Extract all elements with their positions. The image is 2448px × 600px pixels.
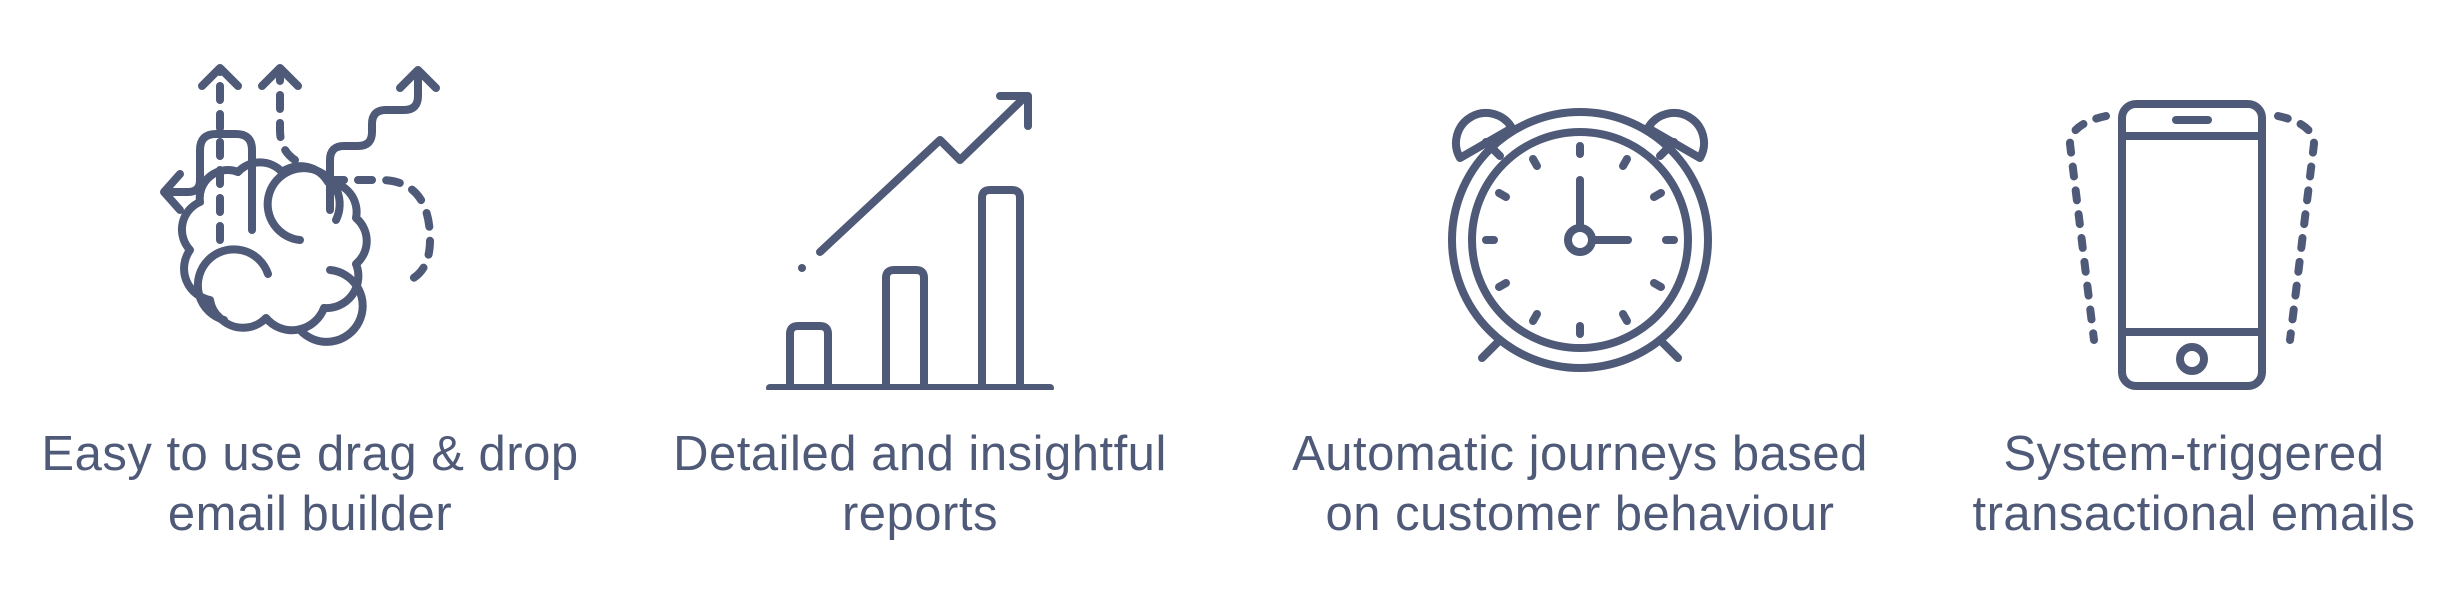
caption-reports: Detailed and insightful reports <box>620 424 1220 544</box>
caption-drag-drop: Easy to use drag & drop email builder <box>0 424 620 544</box>
feature-reports: Detailed and insightful reports <box>620 0 1220 600</box>
caption-line-2: email builder <box>167 487 453 541</box>
caption-line-1: Detailed and insightful <box>673 427 1167 481</box>
caption-transactional: System-triggered transactional emails <box>1940 424 2448 544</box>
brain-arrows-icon <box>160 64 440 346</box>
vibrating-phone-icon <box>2066 100 2318 390</box>
feature-transactional: System-triggered transactional emails <box>1940 0 2448 600</box>
growth-chart-icon <box>766 92 1054 390</box>
caption-journeys: Automatic journeys based on customer beh… <box>1250 424 1910 544</box>
caption-line-2: on customer behaviour <box>1325 487 1835 541</box>
caption-line-1: System-triggered <box>2003 427 2385 481</box>
feature-drag-drop: Easy to use drag & drop email builder <box>0 0 620 600</box>
caption-line-1: Automatic journeys based <box>1292 427 1868 481</box>
feature-journeys: Automatic journeys based on customer beh… <box>1250 0 1910 600</box>
caption-line-2: transactional emails <box>1972 487 2416 541</box>
alarm-clock-icon <box>1448 108 1712 372</box>
caption-line-1: Easy to use drag & drop <box>41 427 579 481</box>
caption-line-2: reports <box>841 487 998 541</box>
